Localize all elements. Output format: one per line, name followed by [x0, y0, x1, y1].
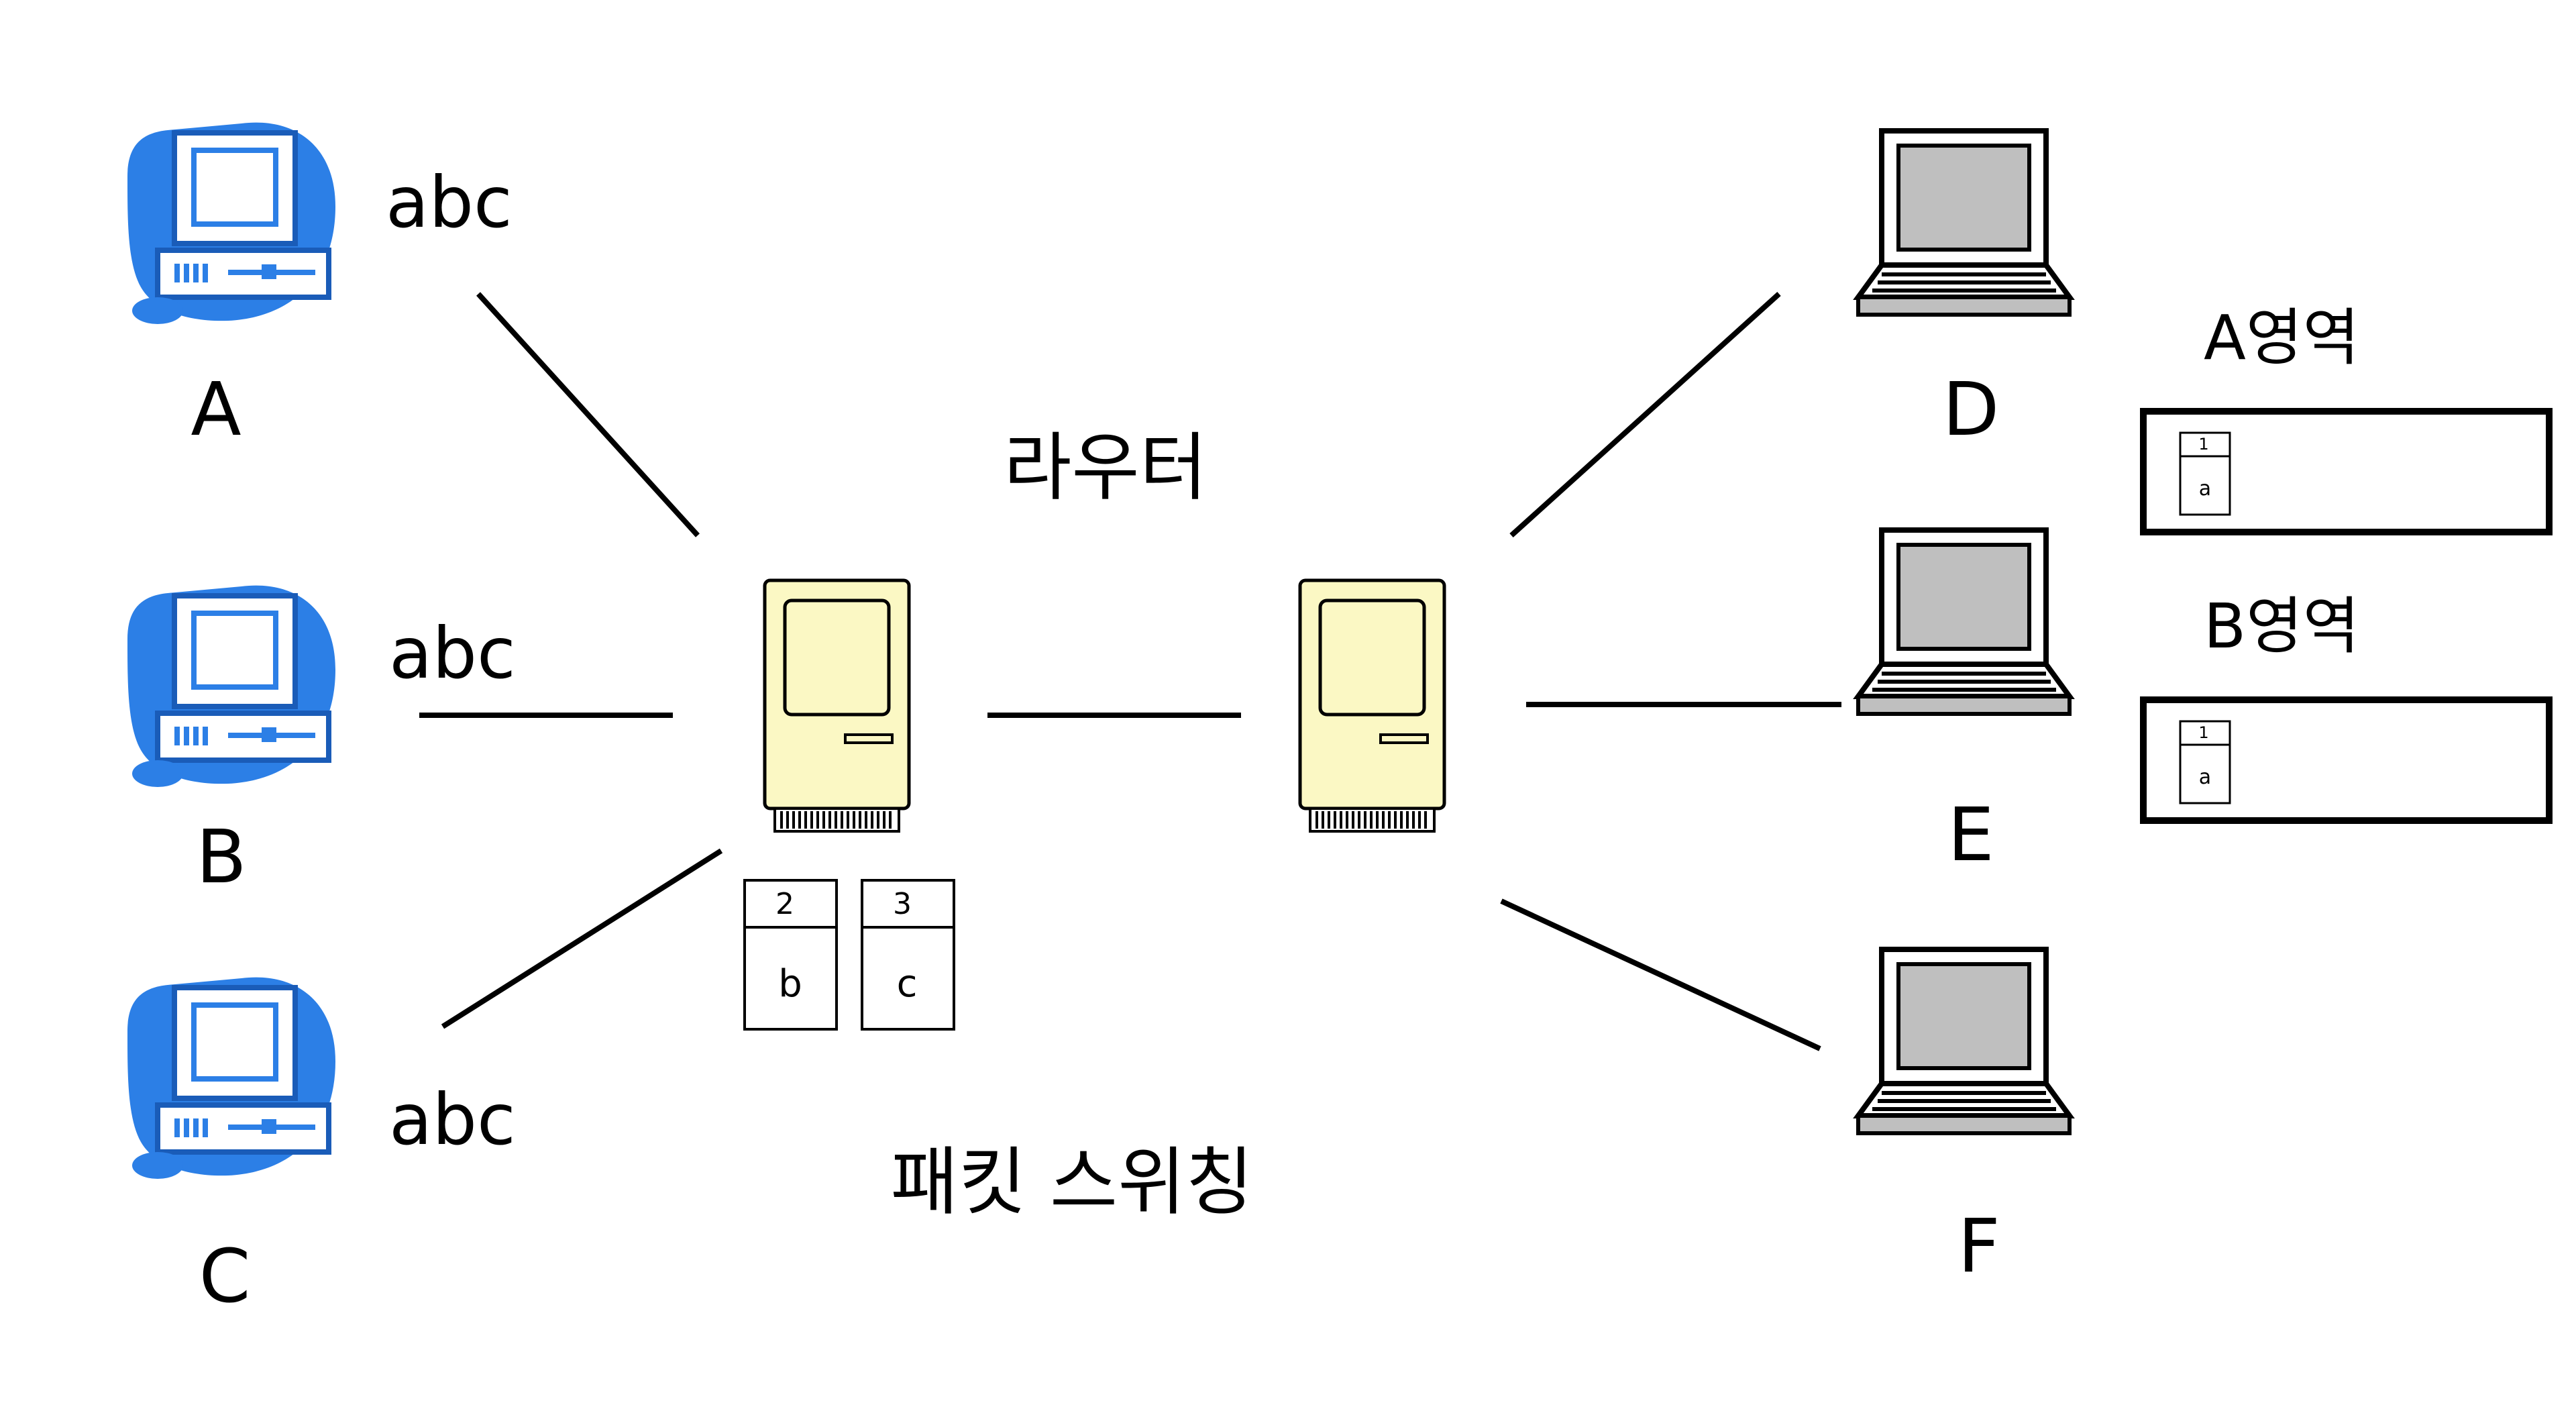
- router-icon: [765, 580, 909, 831]
- desktop-computer-icon: [127, 123, 335, 324]
- client-c-data: abc: [389, 1079, 516, 1161]
- client-b-data: abc: [389, 613, 516, 694]
- packet-content: a: [2199, 766, 2211, 789]
- packet-content: a: [2199, 477, 2211, 501]
- client-a-data: abc: [386, 162, 513, 244]
- client-b-name: B: [196, 814, 246, 900]
- packet-number: 1: [2198, 723, 2208, 742]
- packet-number: 3: [893, 887, 912, 921]
- area-b-label: B영역: [2204, 590, 2359, 662]
- laptop-icon: [1858, 131, 2070, 315]
- desktop-computer-icon: [127, 978, 335, 1179]
- receiver-d-name: D: [1943, 366, 2000, 452]
- packet-number: 1: [2198, 435, 2208, 454]
- client-a: abc A: [127, 123, 513, 452]
- client-c-name: C: [199, 1233, 251, 1319]
- receiver-e-name: E: [1947, 792, 1994, 878]
- client-a-name: A: [191, 366, 241, 452]
- desktop-computer-icon: [127, 586, 335, 787]
- router-packet-3: 3 c: [861, 879, 955, 1031]
- receiver-f: F: [1858, 949, 2070, 1289]
- receiver-f-name: F: [1957, 1203, 2000, 1289]
- router-packet-2: 2 b: [743, 879, 838, 1031]
- receiver-e: E: [1858, 530, 2070, 878]
- packet-switching-label: 패킷 스위칭: [891, 1139, 1254, 1225]
- laptop-icon: [1858, 530, 2070, 714]
- router-2: [1300, 580, 1444, 831]
- link-a-router1: [476, 292, 700, 537]
- link-router2-d: [1509, 292, 1781, 537]
- router-icon: [1300, 580, 1444, 831]
- area-b: B영역 1 a: [2140, 590, 2553, 824]
- area-a: A영역 1 a: [2140, 302, 2553, 535]
- packet-content: c: [897, 962, 918, 1006]
- area-a-label: A영역: [2204, 302, 2359, 374]
- receiver-d: D: [1858, 131, 2070, 452]
- packet-content: b: [778, 962, 802, 1006]
- connection-lines: [419, 292, 1841, 1051]
- client-c: abc C: [127, 978, 516, 1319]
- router-1: [765, 580, 909, 831]
- link-router2-f: [1500, 898, 1821, 1051]
- router-label: 라우터: [1004, 425, 1208, 511]
- client-b: abc B: [127, 586, 516, 900]
- laptop-icon: [1858, 949, 2070, 1133]
- link-c-router1: [441, 848, 723, 1029]
- packet-number: 2: [775, 887, 794, 921]
